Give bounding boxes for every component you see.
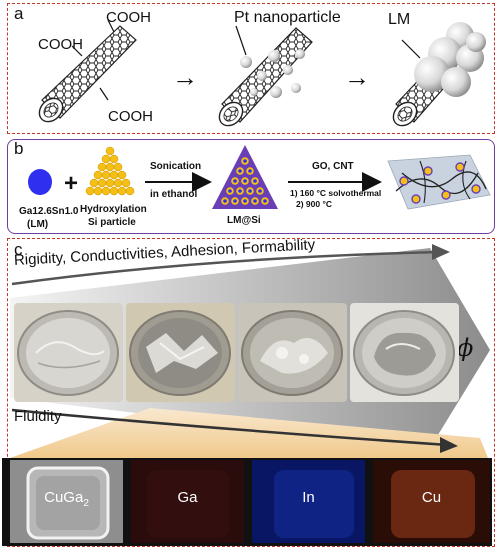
composite-product — [387, 154, 491, 210]
petri-dish-4 — [350, 303, 459, 402]
lm-pointer — [401, 39, 421, 59]
panel-a-figure: COOH COOH COOH → Pt nanoparticle → LM — [38, 9, 486, 127]
fluidity-arrow — [11, 408, 449, 447]
sonication-label: Sonication — [150, 161, 201, 172]
step1-label: 1) 160 °C solvothermal — [290, 188, 381, 198]
map-ga-label: Ga — [177, 489, 198, 506]
panel-b-figure: Ga12.6Sn1.0 (LM) + Hydroxylation Si part… — [19, 145, 491, 230]
map-cu: Cu — [373, 460, 490, 543]
arrow-a2: → — [344, 62, 370, 92]
cooh-bottom-label: COOH — [108, 108, 153, 125]
cooh-top-label: COOH — [106, 9, 151, 26]
pt-label: Pt nanoparticle — [234, 9, 341, 26]
map-cuga2-label: CuGa2 — [10, 489, 123, 509]
petri-dish-3 — [238, 303, 347, 402]
go-cnt-label: GO, CNT — [312, 161, 354, 172]
arrow-a1: → — [172, 62, 198, 92]
map-cuga2-main: CuGa — [44, 489, 84, 506]
map-cu-label: Cu — [421, 489, 442, 506]
lm-formula-label: Ga12.6Sn1.0 — [19, 206, 79, 217]
map-cuga2: CuGa2 — [10, 460, 123, 543]
si-label-line1: Hydroxylation — [80, 204, 147, 215]
rigidity-arrowhead — [432, 244, 450, 260]
rigidity-arrow — [11, 250, 441, 286]
panel-b-letter: b — [14, 139, 24, 158]
phi-symbol: ϕ — [457, 334, 474, 362]
petri-dish-1 — [14, 303, 123, 402]
map-ga: Ga — [131, 460, 244, 543]
lm-at-si-label: LM@Si — [227, 215, 261, 226]
pt-pointer — [235, 25, 247, 56]
lm-abbrev-label: (LM) — [27, 219, 48, 230]
ethanol-label: in ethanol — [150, 189, 197, 200]
cooh-top-pointer — [107, 19, 115, 33]
map-in: In — [252, 460, 365, 543]
map-in-label: In — [302, 489, 315, 506]
cooh-left-pointer — [71, 45, 83, 57]
lm-label: LM — [388, 11, 410, 28]
petri-dish-2 — [126, 303, 235, 402]
nanotube-1 — [38, 25, 137, 123]
lm-droplets — [414, 22, 486, 97]
pt-nanoparticles — [240, 49, 305, 98]
panel-c-letter: c — [14, 240, 23, 259]
lm-at-si-triangle — [212, 145, 278, 209]
cooh-bottom-pointer — [99, 87, 109, 101]
fluidity-label: Fluidity — [14, 408, 62, 425]
step2-label: 2) 900 °C — [296, 199, 332, 209]
fluidity-arrowhead — [440, 437, 458, 453]
cooh-left-label: COOH — [38, 36, 83, 53]
map-cuga2-sub: 2 — [83, 498, 89, 509]
si-particle-pyramid — [85, 146, 135, 196]
plus-sign: + — [64, 170, 78, 197]
si-label-line2: Si particle — [88, 217, 136, 228]
panel-a-letter: a — [14, 4, 24, 23]
lm-droplet-blue — [28, 169, 52, 195]
